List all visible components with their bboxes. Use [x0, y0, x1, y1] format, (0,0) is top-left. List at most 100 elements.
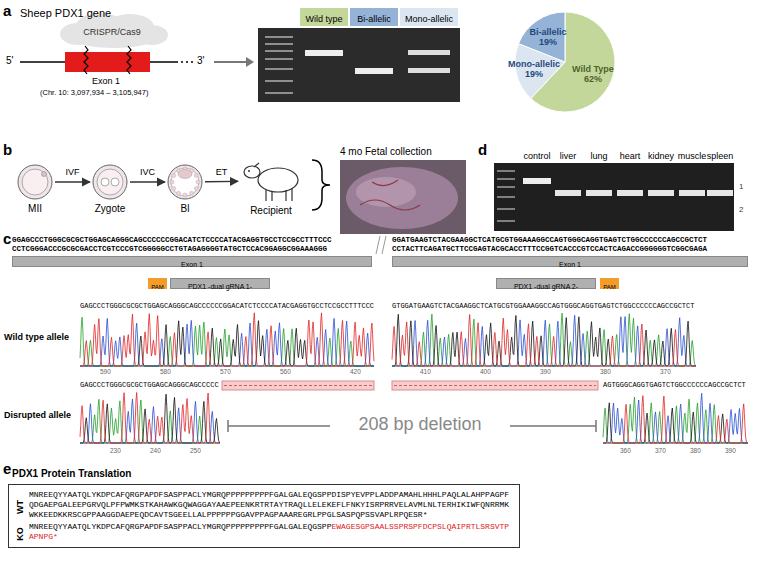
panel-letter: e — [3, 460, 11, 477]
reference-sequence: CCTCGGGACCCGCGCGACCTCGTCCCGTCGGGGGCCTGTA… — [12, 245, 327, 254]
genotype-gel — [265, 43, 293, 45]
zygote-stage: Zygote — [92, 164, 128, 200]
tissue-gel — [555, 190, 581, 196]
pie-label: Bi-allelic 19% — [526, 27, 570, 48]
stage-drawing — [17, 164, 53, 200]
tissue-gel — [523, 178, 551, 184]
pam-box: PAM — [148, 278, 167, 289]
sequence-row: KOMNREEQYYAATQLYKDPCAFQRGPAPDFSASPPACLYM… — [11, 522, 513, 542]
strand-end: 5' — [6, 55, 13, 67]
photo-caption: 4 mo Fetal collection — [340, 146, 432, 158]
row-label-cell: KO — [11, 523, 29, 541]
genotype-gel — [265, 36, 293, 38]
chromatogram — [80, 313, 374, 366]
panel-letter: d — [478, 141, 487, 158]
panel-letter: a — [3, 2, 11, 19]
fetal-collection — [346, 167, 458, 229]
stage-label: Recipient — [250, 205, 292, 216]
panel-letter: c — [3, 230, 11, 247]
fetal-collection — [312, 160, 330, 210]
protein-sequence: MNREEQYYAATQLYKDPCAFQRGPAPDFSASPPACLYMGR… — [29, 490, 513, 520]
process-arrow — [55, 181, 90, 182]
read-sequence: GTGGATGAAGTCTACGAAGGCTCATGCGTGGAAAGGCCAG… — [392, 302, 694, 310]
fetal-collection — [360, 180, 420, 210]
stage-drawing — [93, 165, 127, 199]
edge-label: IVC — [139, 167, 156, 177]
genotype-gel — [265, 58, 293, 60]
stage-drawing — [18, 165, 52, 199]
deletion-label: 208 bp deletion — [335, 414, 505, 435]
tissue-gel — [497, 208, 515, 210]
stage-drawing — [183, 193, 187, 197]
tissue-gel — [494, 163, 734, 231]
exon-label: Exon 1 — [92, 76, 120, 86]
protein-sequence-text: MNREEQYYAATQLYKDPCAFQRGPAPDFSASPPACLYMGR… — [29, 490, 509, 519]
oocyte-stage: MII — [17, 164, 53, 200]
allele-label: Wild type allele — [4, 332, 69, 342]
tissue-gel — [617, 190, 643, 196]
genotype-gel — [265, 50, 293, 52]
trace-line — [603, 396, 748, 443]
trace-line — [392, 313, 696, 366]
stage-drawing — [178, 170, 192, 179]
genotype-gel — [305, 50, 343, 56]
trace-tick: 380 — [600, 368, 611, 375]
gene-diagram — [214, 61, 246, 63]
panel-title: Sheep PDX1 gene — [20, 7, 111, 20]
edge-label: ET — [215, 167, 229, 177]
gene-diagram — [84, 46, 88, 74]
gene-diagram — [246, 57, 254, 67]
tissue-gel — [497, 220, 515, 222]
trace-line — [392, 314, 696, 366]
box-label: Mono-allelic — [405, 14, 453, 24]
stage-drawing — [42, 172, 47, 177]
gene-diagram — [127, 46, 131, 74]
sequence-marks — [394, 385, 596, 386]
reference-sequence: GGAGCCCTGGGCGCGCTGGAGCAGGGCAGCCCCCCGGACA… — [12, 236, 332, 245]
stage-label: Bl — [181, 203, 190, 214]
tissue-gel — [494, 163, 734, 231]
trace-tick: 380 — [690, 447, 701, 454]
trace-tick: 560 — [280, 368, 291, 375]
stage-label: Zygote — [95, 203, 126, 214]
fetal-collection — [340, 160, 466, 234]
tissue-gel — [648, 190, 674, 196]
locus-label: (Chr. 10: 3,097,934 – 3,105,947) — [40, 89, 148, 98]
trace-tick: 570 — [220, 368, 231, 375]
stage-drawing — [196, 180, 200, 184]
strand-end: 3' — [197, 55, 204, 67]
pam-box: PAM — [600, 278, 619, 289]
trace-tick: 400 — [480, 368, 491, 375]
chromatogram — [603, 393, 748, 443]
trace-line — [392, 315, 696, 367]
gene-diagram — [181, 61, 194, 63]
sequence-marks — [224, 385, 372, 386]
trace-tick: 370 — [660, 368, 671, 375]
stage-drawing — [167, 164, 203, 200]
pie-label: Wild Type 62% — [567, 64, 619, 85]
lane-label: muscle — [676, 151, 708, 161]
trace-line — [80, 313, 374, 366]
tissue-gel — [497, 170, 515, 172]
trace-tick: 590 — [100, 368, 111, 375]
stage-drawing — [240, 160, 302, 202]
stage-drawing — [244, 166, 260, 178]
tissue-gel — [679, 190, 705, 196]
stage-drawing — [190, 191, 194, 195]
box-label: Bi-allelic — [357, 14, 391, 24]
recipient-ewe: Recipient — [240, 160, 302, 202]
process-arrow — [205, 181, 238, 183]
genotype-gel — [408, 68, 450, 73]
panel-title: PDX1 Protein Translation — [12, 468, 131, 480]
row-label: KO — [15, 527, 25, 541]
lane-label: heart — [614, 151, 646, 161]
size-marker: 2 — [739, 205, 743, 214]
trace-tick: 410 — [420, 368, 431, 375]
lane-header: Bi-allelic — [350, 8, 398, 26]
lane-label: control — [521, 151, 553, 161]
tissue-gel — [497, 186, 515, 188]
translation-panel: WTMNREEQYYAATQLYKDPCAFQRGPAPDFSASPPACLYM… — [8, 484, 520, 548]
stage-drawing — [101, 178, 109, 186]
chromatogram — [80, 393, 220, 444]
